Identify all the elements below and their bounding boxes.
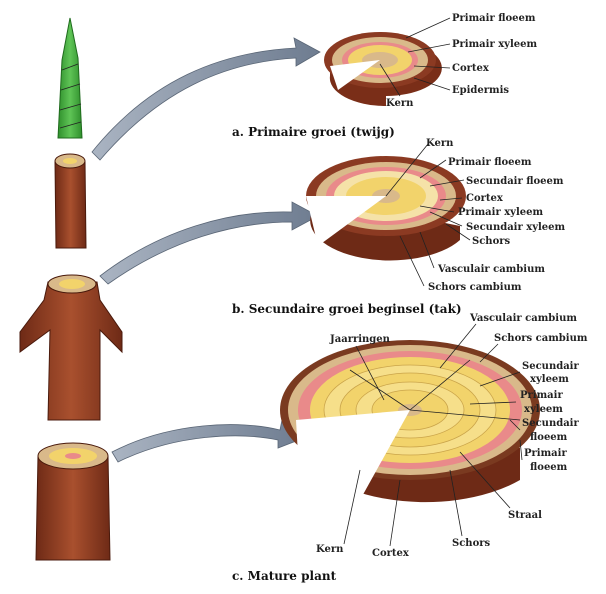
caption-c: c. Mature plant [232, 569, 337, 583]
green-shoot [58, 18, 82, 138]
caption-b: b. Secundaire groei beginsel (tak) [232, 302, 462, 316]
arrow-a [92, 38, 320, 160]
label-b-schors: Schors [472, 236, 511, 247]
label-b-secundair-xyleem: Secundair xyleem [466, 222, 566, 233]
label-b-primair-xyleem: Primair xyleem [458, 207, 543, 218]
label-c-xyleem-1: xyleem [530, 374, 569, 385]
label-c-xyleem-2: xyleem [524, 404, 563, 415]
label-c-floeem-1: floeem [530, 432, 568, 443]
label-c-kern: Kern [316, 544, 344, 555]
label-c-vasculair-cambium: Vasculair cambium [469, 313, 577, 324]
arrow-c [112, 420, 304, 462]
label-b-cortex: Cortex [466, 193, 504, 204]
label-a-kern: Kern [386, 98, 414, 109]
label-a-epidermis: Epidermis [452, 85, 509, 96]
arrow-b [100, 202, 318, 284]
twig-segment [55, 154, 86, 248]
label-b-vasculair-cambium: Vasculair cambium [437, 264, 545, 275]
label-c-secundair-1: Secundair [522, 361, 579, 372]
disc-b [306, 156, 466, 260]
caption-a: a. Primaire groei (twijg) [232, 125, 395, 139]
label-b-primair-floeem: Primair floeem [448, 157, 532, 168]
label-a-primair-xyleem: Primair xyleem [452, 39, 537, 50]
label-c-primair-2: Primair [524, 448, 567, 459]
label-c-schors-cambium: Schors cambium [494, 333, 588, 344]
label-c-schors: Schors [452, 538, 491, 549]
trunk-segment [36, 443, 110, 560]
label-c-straal: Straal [508, 510, 542, 521]
label-c-cortex: Cortex [372, 548, 410, 559]
label-a-primair-floeem: Primair floeem [452, 13, 536, 24]
label-c-floeem-2: floeem [530, 462, 568, 473]
label-c-jaarringen: Jaarringen [329, 334, 391, 345]
label-b-secundair-floeem: Secundair floeem [466, 176, 564, 187]
branch-segment [20, 275, 122, 420]
label-c-secundair-2: Secundair [522, 418, 579, 429]
label-b-kern: Kern [426, 138, 454, 149]
label-a-cortex: Cortex [452, 63, 490, 74]
label-c-primair-1: Primair [520, 390, 563, 401]
label-b-schors-cambium: Schors cambium [428, 282, 522, 293]
disc-c [280, 340, 540, 502]
